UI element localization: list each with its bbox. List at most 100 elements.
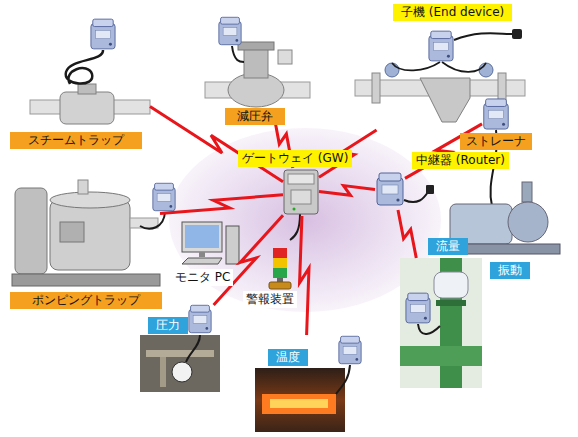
- pressure-photo-part: [172, 362, 192, 382]
- pressure-photo-part: [140, 335, 220, 392]
- equipment-node: スチームトラップ: [30, 15, 150, 130]
- strainer-drawing-part: [420, 78, 470, 122]
- steam-trap-drawing-part: [78, 84, 96, 94]
- temperature-photo-part: [336, 365, 350, 394]
- steam-trap-drawing-part: [66, 50, 103, 84]
- alarm-light-drawing-part: [273, 268, 287, 278]
- temperature-photo-part: [270, 399, 328, 408]
- reducing-valve-drawing-part: [219, 17, 241, 44]
- vibration-pump-drawing-part: [522, 182, 532, 202]
- flow-meter-photo-part: [434, 272, 468, 298]
- device-label: モニタ PC: [172, 269, 233, 286]
- pumping-trap-drawing-part: [153, 183, 175, 210]
- device-label: 流量: [428, 238, 468, 255]
- temperature-photo-part: [339, 336, 361, 363]
- sensor-node: 温度: [255, 335, 362, 432]
- device-label: ストレーナ: [460, 133, 532, 150]
- device-label: 温度: [268, 349, 308, 366]
- alarm-light-drawing-part: [277, 278, 283, 282]
- steam-trap-drawing-part: [112, 100, 150, 114]
- sensor-node: 流量: [400, 258, 482, 388]
- steam-trap-drawing-part: [30, 100, 62, 114]
- steam-trap-drawing: [30, 19, 150, 124]
- alarm-light-drawing-part: [273, 248, 287, 258]
- sensor-node: 振動: [482, 98, 510, 130]
- wireless-link: [319, 186, 375, 196]
- reducing-valve-drawing-part: [238, 42, 274, 50]
- steam-trap-drawing-part: [91, 19, 115, 49]
- reducing-valve-drawing-part: [244, 48, 268, 78]
- equipment-node: 減圧弁: [205, 20, 310, 110]
- strainer-drawing-part: [454, 33, 512, 40]
- flow-meter-photo-part: [436, 300, 466, 306]
- router-device-part: [377, 173, 403, 205]
- strainer-drawing-part: [372, 73, 380, 103]
- alarm-light-drawing: [269, 248, 291, 289]
- pressure-photo-part: [189, 305, 211, 332]
- reducing-valve-drawing: [205, 17, 310, 107]
- flow-meter-photo-part: [418, 324, 440, 334]
- reducing-valve-drawing-part: [278, 50, 292, 64]
- gateway-device-part: [293, 208, 296, 211]
- temperature-photo-part: [255, 368, 345, 432]
- gateway-device: [284, 170, 318, 240]
- monitor-pc-drawing-part: [182, 222, 222, 252]
- pressure-photo-part: [186, 335, 200, 362]
- gateway-device-part: [288, 174, 314, 184]
- pumping-trap-drawing-part: [15, 188, 47, 274]
- pumping-trap-drawing-part: [130, 218, 158, 228]
- strainer-drawing-part: [479, 63, 493, 77]
- pumping-trap-drawing-part: [60, 222, 84, 242]
- strainer-drawing-part: [512, 29, 522, 39]
- pumping-trap-drawing-part: [78, 180, 88, 194]
- monitor-pc-drawing-part: [185, 225, 219, 248]
- device-label: ゲートウェイ (GW): [238, 150, 352, 167]
- vibration-pump-drawing-part: [508, 202, 548, 242]
- pumping-trap-drawing: [12, 180, 175, 286]
- monitor-pc-drawing-part: [182, 258, 222, 264]
- device-label: 警報装置: [243, 291, 297, 308]
- flow-meter-photo-part: [400, 346, 482, 366]
- device-label: スチームトラップ: [10, 132, 142, 149]
- gateway-device-part: [284, 170, 318, 214]
- monitor-pc-drawing-part: [226, 226, 239, 264]
- gateway-device-part: [290, 214, 300, 240]
- callout-text: 子機 (End device): [401, 4, 504, 21]
- pumping-trap-drawing-part: [12, 274, 160, 286]
- monitor-pc-drawing-part: [199, 252, 205, 257]
- flow-meter-photo-part: [406, 293, 430, 323]
- strainer-drawing-part: [392, 62, 486, 72]
- pressure-photo-part: [160, 357, 166, 387]
- alarm-light-drawing-part: [273, 258, 287, 268]
- pumping-trap-drawing-part: [50, 200, 130, 270]
- wireless-link: [300, 216, 309, 335]
- wireless-link: [160, 195, 283, 214]
- wireless-link: [398, 210, 416, 258]
- reducing-valve-drawing-part: [232, 46, 244, 62]
- router-device: [377, 173, 434, 205]
- device-label: ポンピングトラップ: [10, 292, 162, 309]
- monitor-pc-drawing: [182, 222, 239, 264]
- pressure-photo: [140, 305, 220, 392]
- alarm-light-drawing-part: [269, 282, 291, 289]
- pumping-trap-drawing-part: [140, 212, 165, 229]
- callout-box: 子機 (End device): [393, 4, 512, 21]
- device-label: 減圧弁: [225, 108, 285, 125]
- temperature-photo: [255, 336, 361, 432]
- gateway-node: ゲートウェイ (GW): [283, 168, 319, 216]
- equipment-node: ポンピングトラップ: [10, 175, 160, 275]
- pumping-trap-drawing-part: [50, 192, 130, 208]
- device-label: 振動: [490, 262, 530, 279]
- router-device-part: [404, 192, 428, 202]
- pressure-photo-part: [146, 350, 214, 357]
- flow-meter-photo-part: [400, 258, 482, 388]
- equipment-node: ストレーナ: [350, 30, 525, 130]
- device-label: 中継器 (Router): [412, 152, 509, 169]
- strainer-drawing-part: [385, 63, 399, 77]
- alarm-node: 警報装置: [268, 246, 290, 288]
- strainer-drawing-part: [429, 31, 453, 61]
- vibration-pump-drawing: [444, 99, 560, 254]
